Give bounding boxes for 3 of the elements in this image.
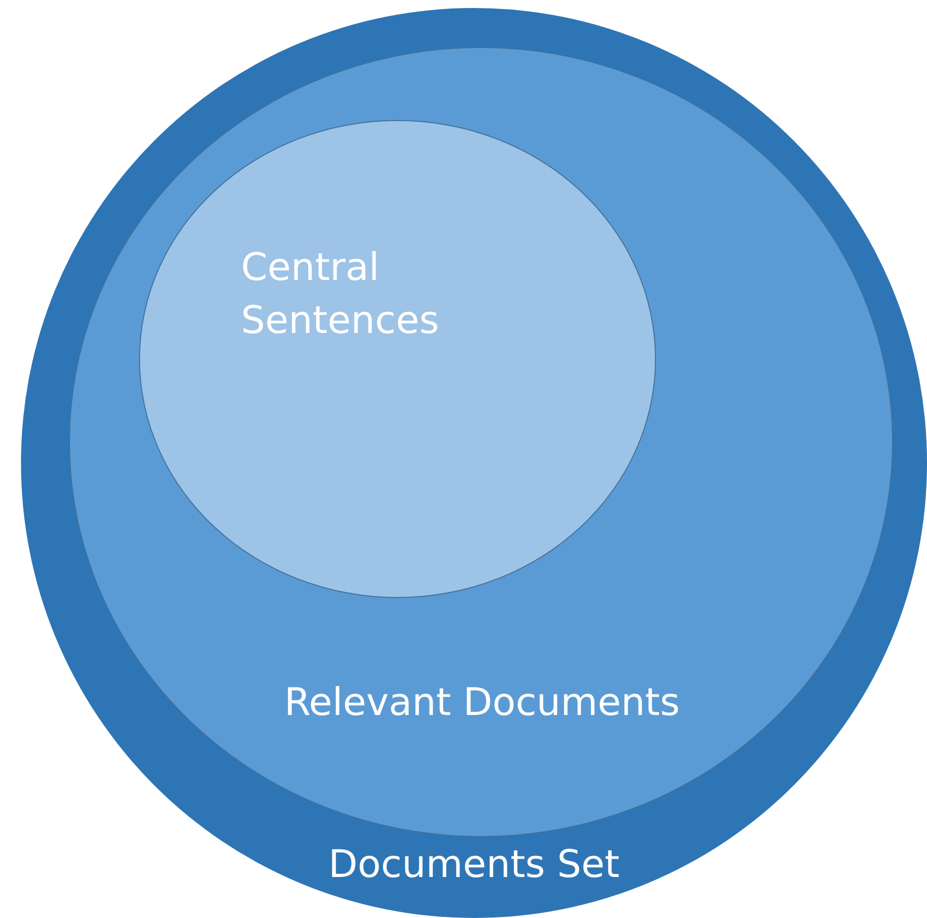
set-label: Relevant Documents (283, 679, 681, 726)
set-label: Central Sentences (241, 244, 440, 344)
set-label: Documents Set (327, 844, 621, 886)
